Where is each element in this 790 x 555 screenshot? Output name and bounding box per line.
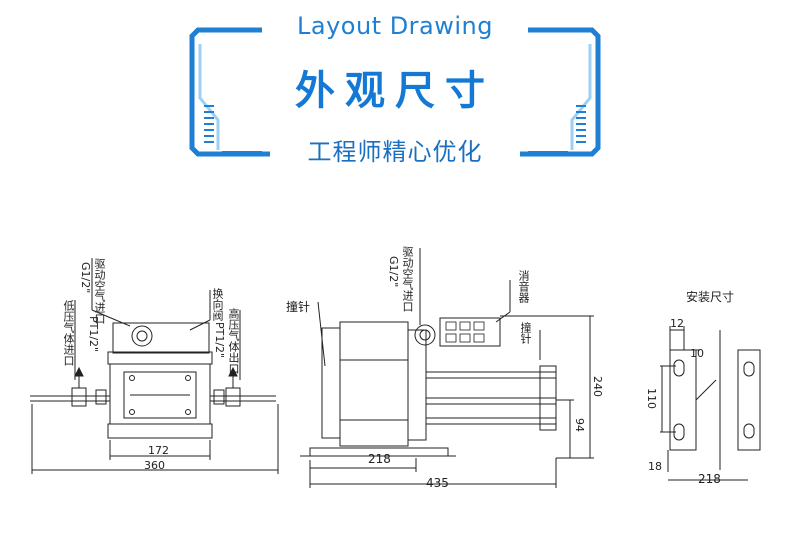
header-bracket-right-inner <box>570 44 592 150</box>
side-muffler <box>439 317 501 347</box>
side-label-striker-right: 撞针 <box>519 322 532 344</box>
front-dim-172-text: 172 <box>148 444 169 457</box>
front-arrow-in <box>74 366 84 377</box>
front-label-g12: G1/2" <box>79 262 92 294</box>
front-label-valve: 换向阀 <box>211 288 224 321</box>
front-label-pt-right: PT1/2" <box>213 322 226 359</box>
front-valve-port <box>131 325 153 347</box>
install-dim-218-text: 218 <box>698 472 721 486</box>
side-dim-94-text: 94 <box>573 418 586 432</box>
side-drive-port <box>414 324 436 346</box>
side-label-g12: G1/2" <box>387 256 400 288</box>
side-dim-435-text: 435 <box>426 476 449 490</box>
side-end-right <box>539 365 557 431</box>
header-bracket-left-inner <box>198 44 220 150</box>
install-plate-right <box>737 349 761 451</box>
install-dim-12-text: 12 <box>670 317 684 330</box>
side-label-muffler: 消音器 <box>517 270 530 303</box>
install-dim-18-text: 18 <box>648 460 662 473</box>
header-bracket-left <box>189 27 270 157</box>
header-subtitle: 工程师精心优化 <box>307 138 483 166</box>
side-label-striker-left: 撞针 <box>286 300 311 314</box>
side-dim-218-text: 218 <box>368 452 391 466</box>
front-label-pt-left: PT1/2" <box>87 316 100 353</box>
install-view <box>660 326 761 481</box>
header-frame <box>189 27 601 157</box>
install-title: 安装尺寸 <box>686 290 735 304</box>
front-body <box>109 363 211 425</box>
side-dim-240-text: 240 <box>591 376 604 397</box>
front-label-low-inlet: 低压气体进口 <box>62 300 75 366</box>
side-view <box>300 248 594 488</box>
front-label-high-outlet: 高压气体出口 <box>227 308 240 374</box>
side-end-left <box>321 327 341 439</box>
front-label-drive-air: 驱动空气进口 <box>93 258 106 324</box>
header-title-en: Layout Drawing <box>296 12 493 40</box>
front-dim-360-text: 360 <box>144 459 165 472</box>
header-stripes-right <box>576 105 586 143</box>
header-bracket-right <box>520 27 601 157</box>
front-view <box>30 258 279 474</box>
install-dim-10-text: 10 <box>690 347 704 360</box>
side-label-drive-air: 驱动空气进口 <box>401 246 414 312</box>
header-title-cn: 外观尺寸 <box>295 68 495 114</box>
header-stripes-left <box>204 105 214 143</box>
side-cylinder <box>339 321 409 447</box>
install-dim-110-text: 110 <box>645 388 658 409</box>
